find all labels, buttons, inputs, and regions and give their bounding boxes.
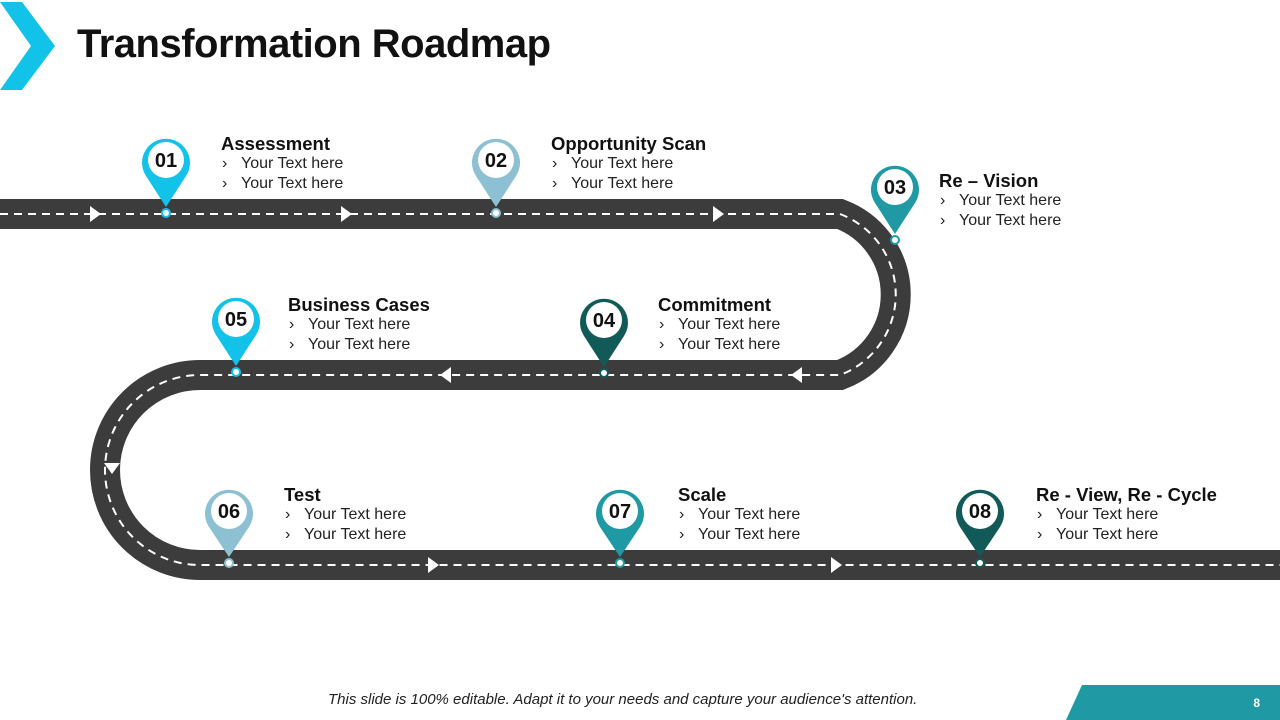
step-list: ›Your Text here ›Your Text here [284,505,406,544]
footer-note: This slide is 100% editable. Adapt it to… [328,691,918,708]
step-list: ›Your Text here ›Your Text here [288,315,430,354]
list-item: ›Your Text here [285,506,407,523]
pin-marker-03: 03 [871,165,919,245]
list-item: ›Your Text here [659,316,781,333]
road-arrow-right [831,557,842,573]
list-item: ›Your Text here [940,192,1062,209]
list-item: ›Your Text here [552,174,674,192]
pin-marker-06: 06 [205,489,253,568]
step-title: Opportunity Scan [551,133,707,154]
list-item: ›Your Text here [552,155,674,172]
page-number: 8 [1253,696,1260,710]
footer-bar [1066,685,1280,720]
road-arrow-left [791,367,802,383]
pin-number: 01 [155,150,177,172]
corner-chevron-icon [0,2,55,90]
pin-number: 03 [884,177,906,199]
step-list: ›Your Text here ›Your Text here [1036,505,1217,544]
list-item: ›Your Text here [940,211,1062,229]
list-item: ›Your Text here [659,335,781,353]
step-title: Assessment [221,133,331,154]
step-03-text: Re – Vision ›Your Text here ›Your Text h… [939,170,1061,230]
list-item: ›Your Text here [1037,525,1159,543]
list-item: ›Your Text here [285,525,407,543]
list-item: ›Your Text here [289,335,411,353]
pin-number: 06 [218,501,240,523]
pin-number: 04 [593,310,616,332]
step-title: Commitment [658,294,772,315]
pin-number: 08 [969,501,991,523]
step-title: Scale [678,484,727,505]
road-arrow-right [341,206,352,222]
step-list: ›Your Text here ›Your Text here [551,154,706,193]
road-arrow-down [104,463,120,474]
step-list: ›Your Text here ›Your Text here [658,315,780,354]
list-item: ›Your Text here [679,506,801,523]
pin-marker-01: 01 [142,138,190,218]
step-list: ›Your Text here ›Your Text here [221,154,343,193]
pin-number: 05 [225,309,247,331]
pin-marker-04: 04 [580,298,629,378]
road-arrow-right [90,206,101,222]
step-06-text: Test ›Your Text here ›Your Text here [284,484,406,544]
step-08-text: Re - View, Re - Cycle ›Your Text here ›Y… [1036,484,1217,544]
step-list: ›Your Text here ›Your Text here [678,505,800,544]
step-list: ›Your Text here ›Your Text here [939,191,1061,230]
step-title: Test [284,484,321,505]
road-lane-line [0,213,1280,566]
pin-marker-05: 05 [212,297,261,377]
step-05-text: Business Cases ›Your Text here ›Your Tex… [288,294,430,354]
step-title: Re - View, Re - Cycle [1036,484,1217,505]
pin-marker-08: 08 [956,489,1004,568]
list-item: ›Your Text here [222,174,344,192]
list-item: ›Your Text here [679,525,801,543]
road-arrow-right [713,206,724,222]
pin-number: 07 [609,501,631,523]
pin-number: 02 [485,150,507,172]
chevron-shape [0,2,55,90]
step-title: Re – Vision [939,170,1039,191]
step-04-text: Commitment ›Your Text here ›Your Text he… [658,294,780,354]
pin-marker-02: 02 [472,138,520,218]
step-01-text: Assessment ›Your Text here ›Your Text he… [221,133,343,193]
list-item: ›Your Text here [289,316,411,333]
slide-title: Transformation Roadmap [77,22,551,66]
step-07-text: Scale ›Your Text here ›Your Text here [678,484,800,544]
list-item: ›Your Text here [222,155,344,172]
step-02-text: Opportunity Scan ›Your Text here ›Your T… [551,133,706,193]
list-item: ›Your Text here [1037,506,1159,523]
road-arrow-left [440,367,451,383]
pin-marker-07: 07 [596,489,644,568]
road-arrow-right [428,557,439,573]
step-title: Business Cases [288,294,430,315]
